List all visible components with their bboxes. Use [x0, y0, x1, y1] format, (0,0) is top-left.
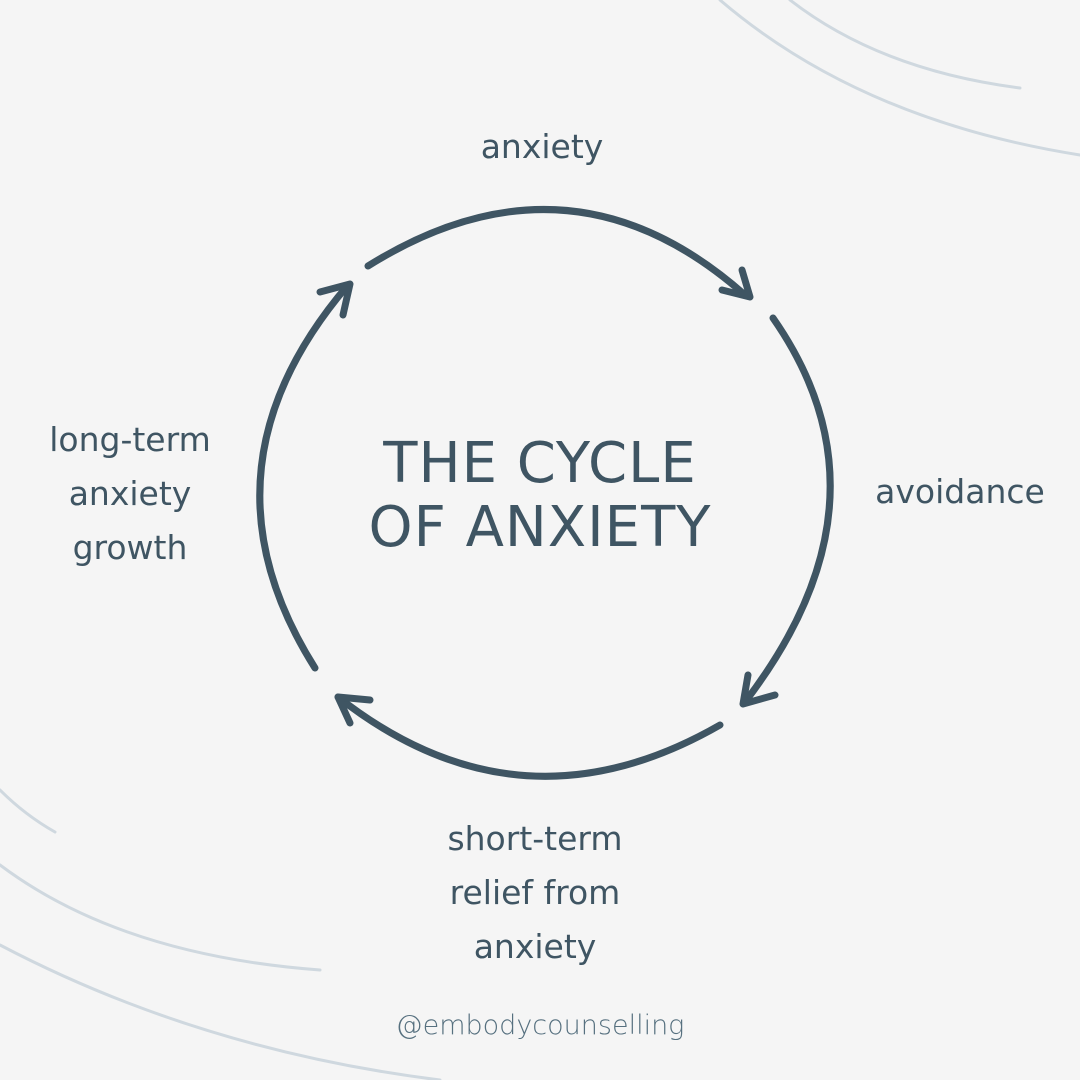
- arrowhead-growth-icon: [334, 693, 374, 727]
- arc-growth-to-anxiety: [256, 281, 352, 672]
- cycle-arrows: [256, 206, 834, 780]
- arrowhead-anxiety-icon: [316, 280, 354, 319]
- stage-label-short-term-relief: short-term relief from anxiety: [447, 819, 623, 966]
- decorative-line-top-1: [788, 0, 1022, 90]
- title-line-1: THE CYCLE: [383, 431, 697, 496]
- decorative-line-top-2: [718, 0, 1080, 157]
- arc-relief-to-growth: [334, 693, 724, 780]
- stage-label-avoidance: avoidance: [875, 472, 1045, 511]
- diagram-title: THE CYCLE OF ANXIETY: [290, 432, 790, 560]
- arrowhead-avoidance-icon: [718, 266, 754, 301]
- decorative-line-bottom-3: [0, 943, 442, 1080]
- arc-anxiety-to-avoidance: [364, 206, 749, 299]
- decorative-line-bottom-1: [0, 788, 57, 834]
- arrowhead-relief-icon: [739, 671, 779, 708]
- title-line-2: OF ANXIETY: [368, 495, 712, 560]
- social-handle: @embodycounselling: [395, 1010, 685, 1041]
- decorative-line-bottom-2: [0, 863, 322, 972]
- stage-label-long-term-growth: long-term anxiety growth: [49, 420, 211, 567]
- arc-avoidance-to-relief: [741, 314, 834, 706]
- stage-label-anxiety: anxiety: [480, 127, 604, 166]
